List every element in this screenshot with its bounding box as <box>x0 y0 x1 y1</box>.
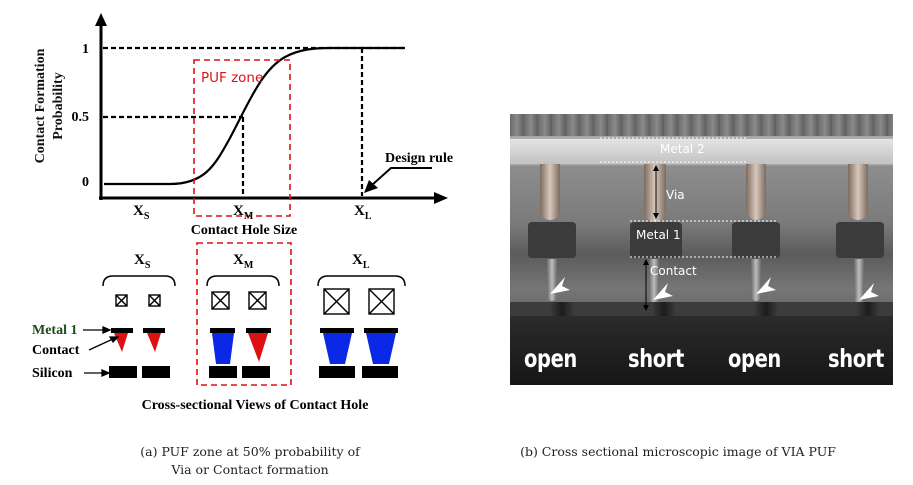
sem-contact-3 <box>751 259 761 301</box>
contacts <box>114 333 396 364</box>
x-axis-arrow <box>434 192 448 204</box>
design-rule-arrowhead <box>364 180 378 193</box>
layer-pointers <box>83 326 120 377</box>
sem-label-metal2: Metal 2 <box>660 142 705 156</box>
caption-a-line1: (a) PUF zone at 50% probability of <box>140 444 360 459</box>
group-label-xl: XL <box>352 252 370 271</box>
layer-label-silicon: Silicon <box>32 366 73 381</box>
sem-metal2-band <box>510 139 893 164</box>
puf-zone-box-lower <box>196 242 292 386</box>
sem-contact-1 <box>547 259 557 301</box>
brace-xs <box>102 275 176 287</box>
sem-via-4 <box>848 164 868 220</box>
sem-image: Metal 2 Via Metal 1 Contact open short o… <box>510 114 893 385</box>
sem-via-1 <box>540 164 560 220</box>
layer-label-metal1: Metal 1 <box>32 323 77 338</box>
sem-metal1-3 <box>732 222 780 258</box>
y-axis-arrow <box>95 13 107 26</box>
design-rule-pointer <box>371 167 432 186</box>
sem-label-open-1: open <box>524 344 577 373</box>
y-tick-0: 0 <box>82 175 89 190</box>
sem-silicon-bumps <box>510 302 893 316</box>
x-axis-label: Contact Hole Size <box>191 223 298 238</box>
caption-b: (b) Cross sectional microscopic image of… <box>520 444 836 459</box>
sem-label-metal1: Metal 1 <box>636 228 681 242</box>
sem-contact-2 <box>649 259 659 307</box>
caption-a-line2: Via or Contact formation <box>171 462 329 477</box>
sem-label-contact: Contact <box>650 264 697 278</box>
x-tick-xl: XL <box>354 203 372 222</box>
top-view-holes <box>115 288 395 315</box>
layer-label-contact: Contact <box>32 343 80 358</box>
cross-section-caption: Cross-sectional Views of Contact Hole <box>142 398 369 413</box>
brace-xl <box>317 275 406 287</box>
x-tick-xs: XS <box>133 203 150 222</box>
sem-metal1-2 <box>630 222 682 258</box>
sem-top-layer <box>510 114 893 136</box>
design-rule-label: Design rule <box>385 151 453 166</box>
metal1-bars <box>111 328 398 333</box>
group-label-xs: XS <box>134 252 151 271</box>
silicon-bars <box>109 366 398 378</box>
y-axis-label-2: Probability <box>51 72 66 139</box>
puf-zone-box <box>193 59 291 217</box>
sem-label-via: Via <box>666 188 685 202</box>
y-tick-1: 1 <box>82 42 89 57</box>
sem-via-2 <box>644 164 666 222</box>
sem-contact-4 <box>854 259 864 307</box>
sem-label-open-2: open <box>728 344 781 373</box>
sem-metal1-4 <box>836 222 884 258</box>
puf-zone-diagram: Contact Formation Probability 1 0.5 0 PU… <box>32 13 453 413</box>
y-axis-label: Contact Formation <box>33 48 48 163</box>
caption-a: (a) PUF zone at 50% probability of Via o… <box>70 443 430 479</box>
sem-label-short-2: short <box>828 344 884 373</box>
y-tick-0-5: 0.5 <box>72 110 90 125</box>
sem-metal1-1 <box>528 222 576 258</box>
probability-curve <box>104 46 405 186</box>
x-tick-xm: XM <box>233 203 254 222</box>
brace-xm <box>206 275 280 287</box>
sem-annotations <box>550 137 879 311</box>
puf-zone-label: PUF zone <box>201 70 263 86</box>
group-label-xm: XM <box>233 252 254 271</box>
sem-via-3 <box>746 164 766 220</box>
sem-label-short-1: short <box>628 344 684 373</box>
